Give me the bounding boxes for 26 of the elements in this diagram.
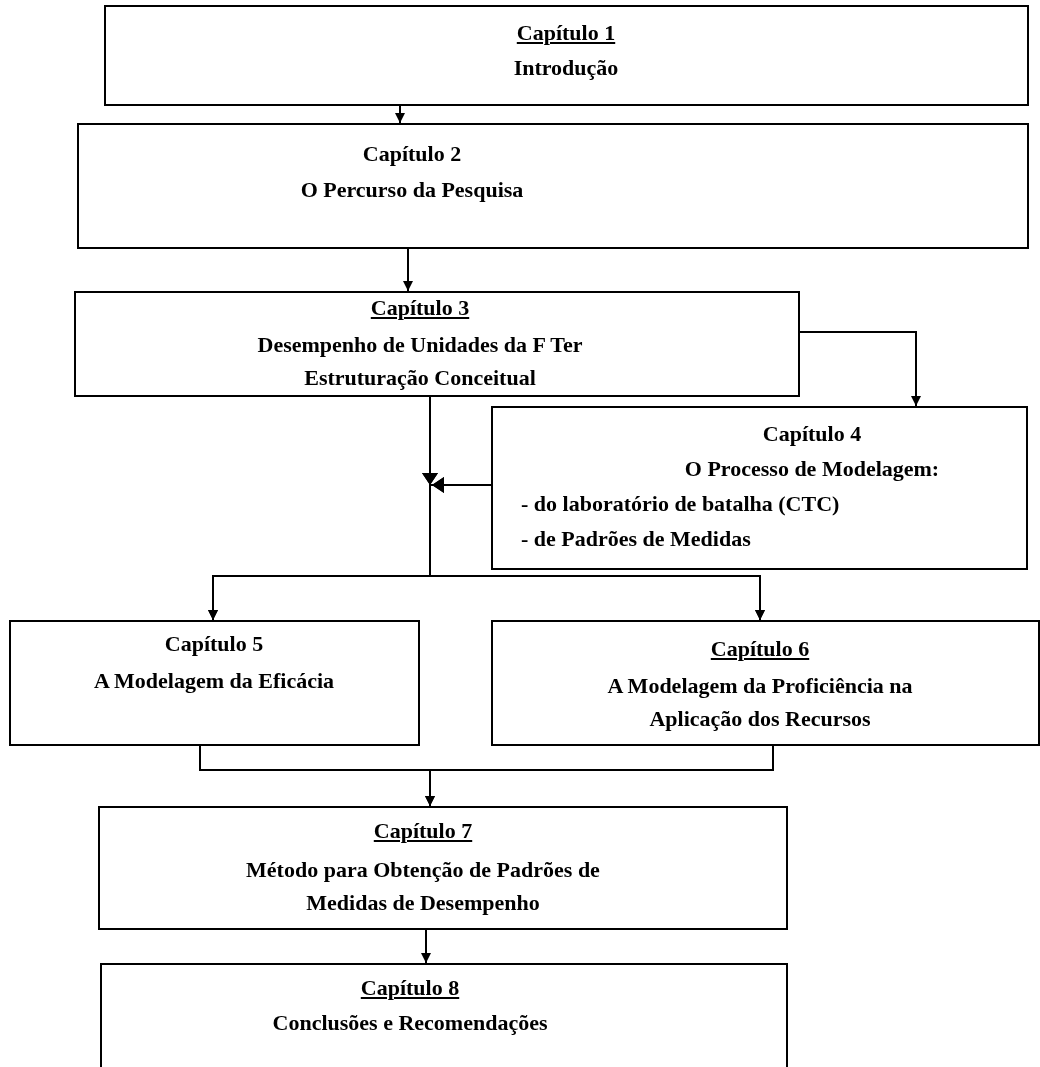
list-item: - do laboratório de batalha (CTC)	[521, 491, 840, 517]
chapter-title: Desempenho de Unidades da F Ter Estruturação Conceitual	[256, 331, 584, 392]
chapter-number: Capítulo 2	[362, 141, 462, 167]
chapter-title: Método para Obtenção de Padrões de Medidas de Desempenho	[245, 856, 601, 917]
chapter-title: Introdução	[513, 55, 619, 81]
chapter-box	[491, 406, 1028, 570]
chapter-box	[74, 291, 800, 397]
chapter-number: Capítulo 4	[762, 421, 862, 447]
chapter-number: Capítulo 1	[516, 20, 616, 46]
chapter-title: Conclusões e Recomendações	[272, 1010, 548, 1036]
chapter-box	[98, 806, 788, 930]
list-item: - de Padrões de Medidas	[521, 526, 751, 552]
chapter-box	[77, 123, 1029, 249]
chapter-number: Capítulo 3	[370, 295, 470, 321]
chapter-box	[9, 620, 420, 746]
chapter-title: A Modelagem da Eficácia	[92, 667, 336, 695]
chapter-box	[100, 963, 788, 1067]
chapter-title: O Processo de Modelagem:	[684, 456, 940, 482]
chapter-title: O Percurso da Pesquisa	[299, 176, 525, 204]
chapter-number: Capítulo 7	[373, 818, 473, 844]
chapter-title: A Modelagem da Proficiência na Aplicação dos Recursos	[606, 672, 914, 733]
chapter-number: Capítulo 5	[164, 631, 264, 657]
chapter-number: Capítulo 8	[360, 975, 460, 1001]
chapter-box	[104, 5, 1029, 106]
chapter-number: Capítulo 6	[710, 636, 810, 662]
chapter-box	[491, 620, 1040, 746]
